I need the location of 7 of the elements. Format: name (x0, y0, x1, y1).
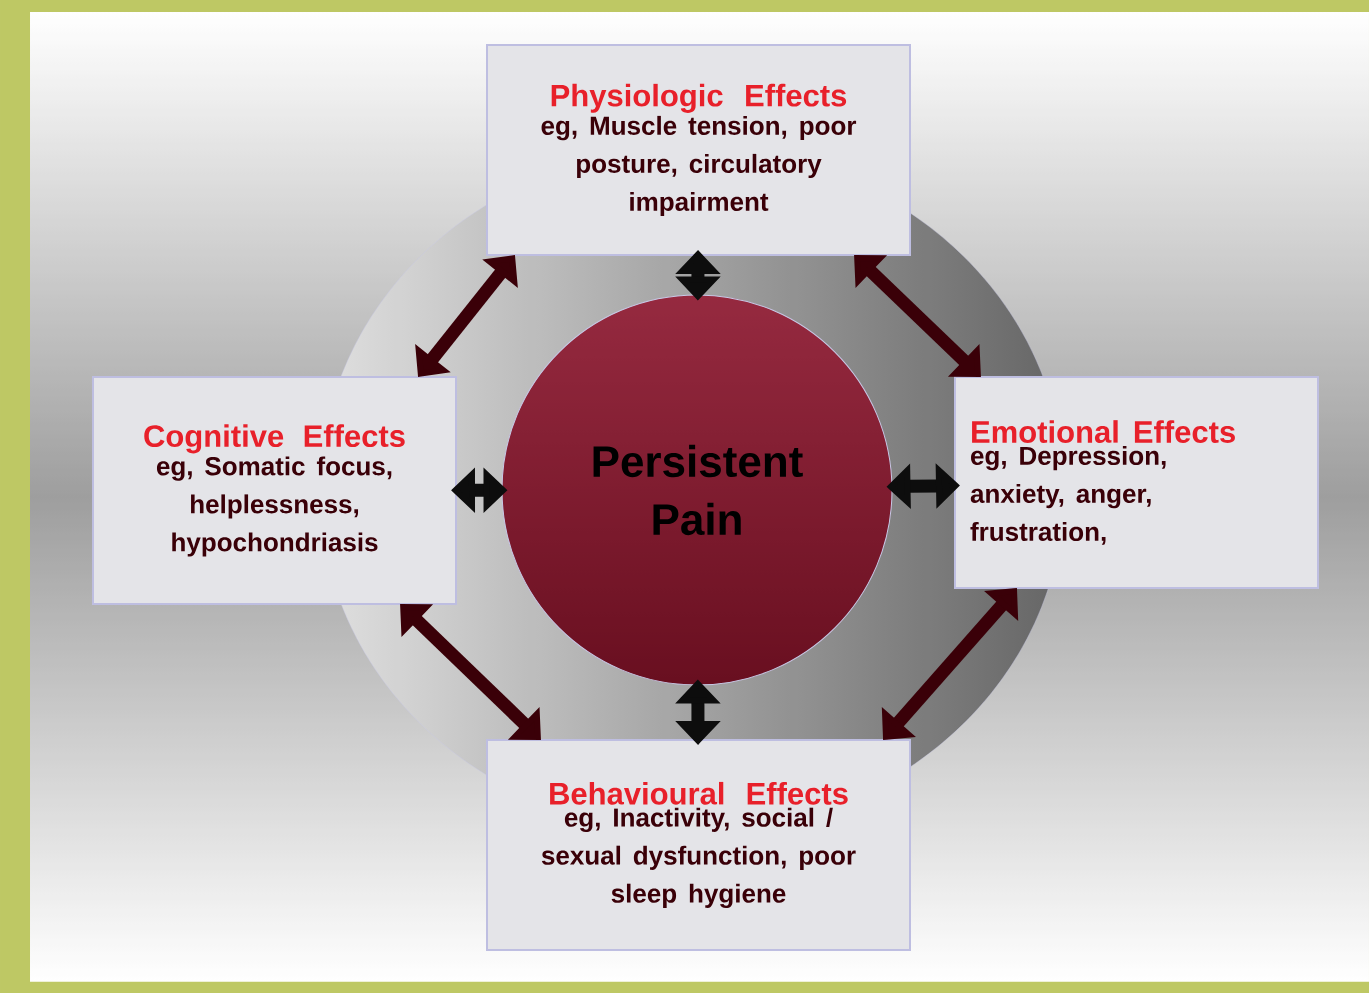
effect-box: Emotional Effects eg, Depression, anxiety, anger, frustration, (954, 376, 1319, 589)
effect-box: Cognitive Effects eg, Somatic focus, helplessness, hypochondriasis (92, 376, 457, 605)
arrow (400, 604, 541, 740)
arrow (854, 255, 981, 377)
effect-box: Physiologic Effects eg, Muscle tension, poor posture, circulatory impairment (486, 44, 911, 256)
arrow (415, 255, 518, 377)
effect-box: Behavioural Effects eg, Inactivity, social / sexual dysfunction, poor sleep hygiene (486, 739, 911, 951)
